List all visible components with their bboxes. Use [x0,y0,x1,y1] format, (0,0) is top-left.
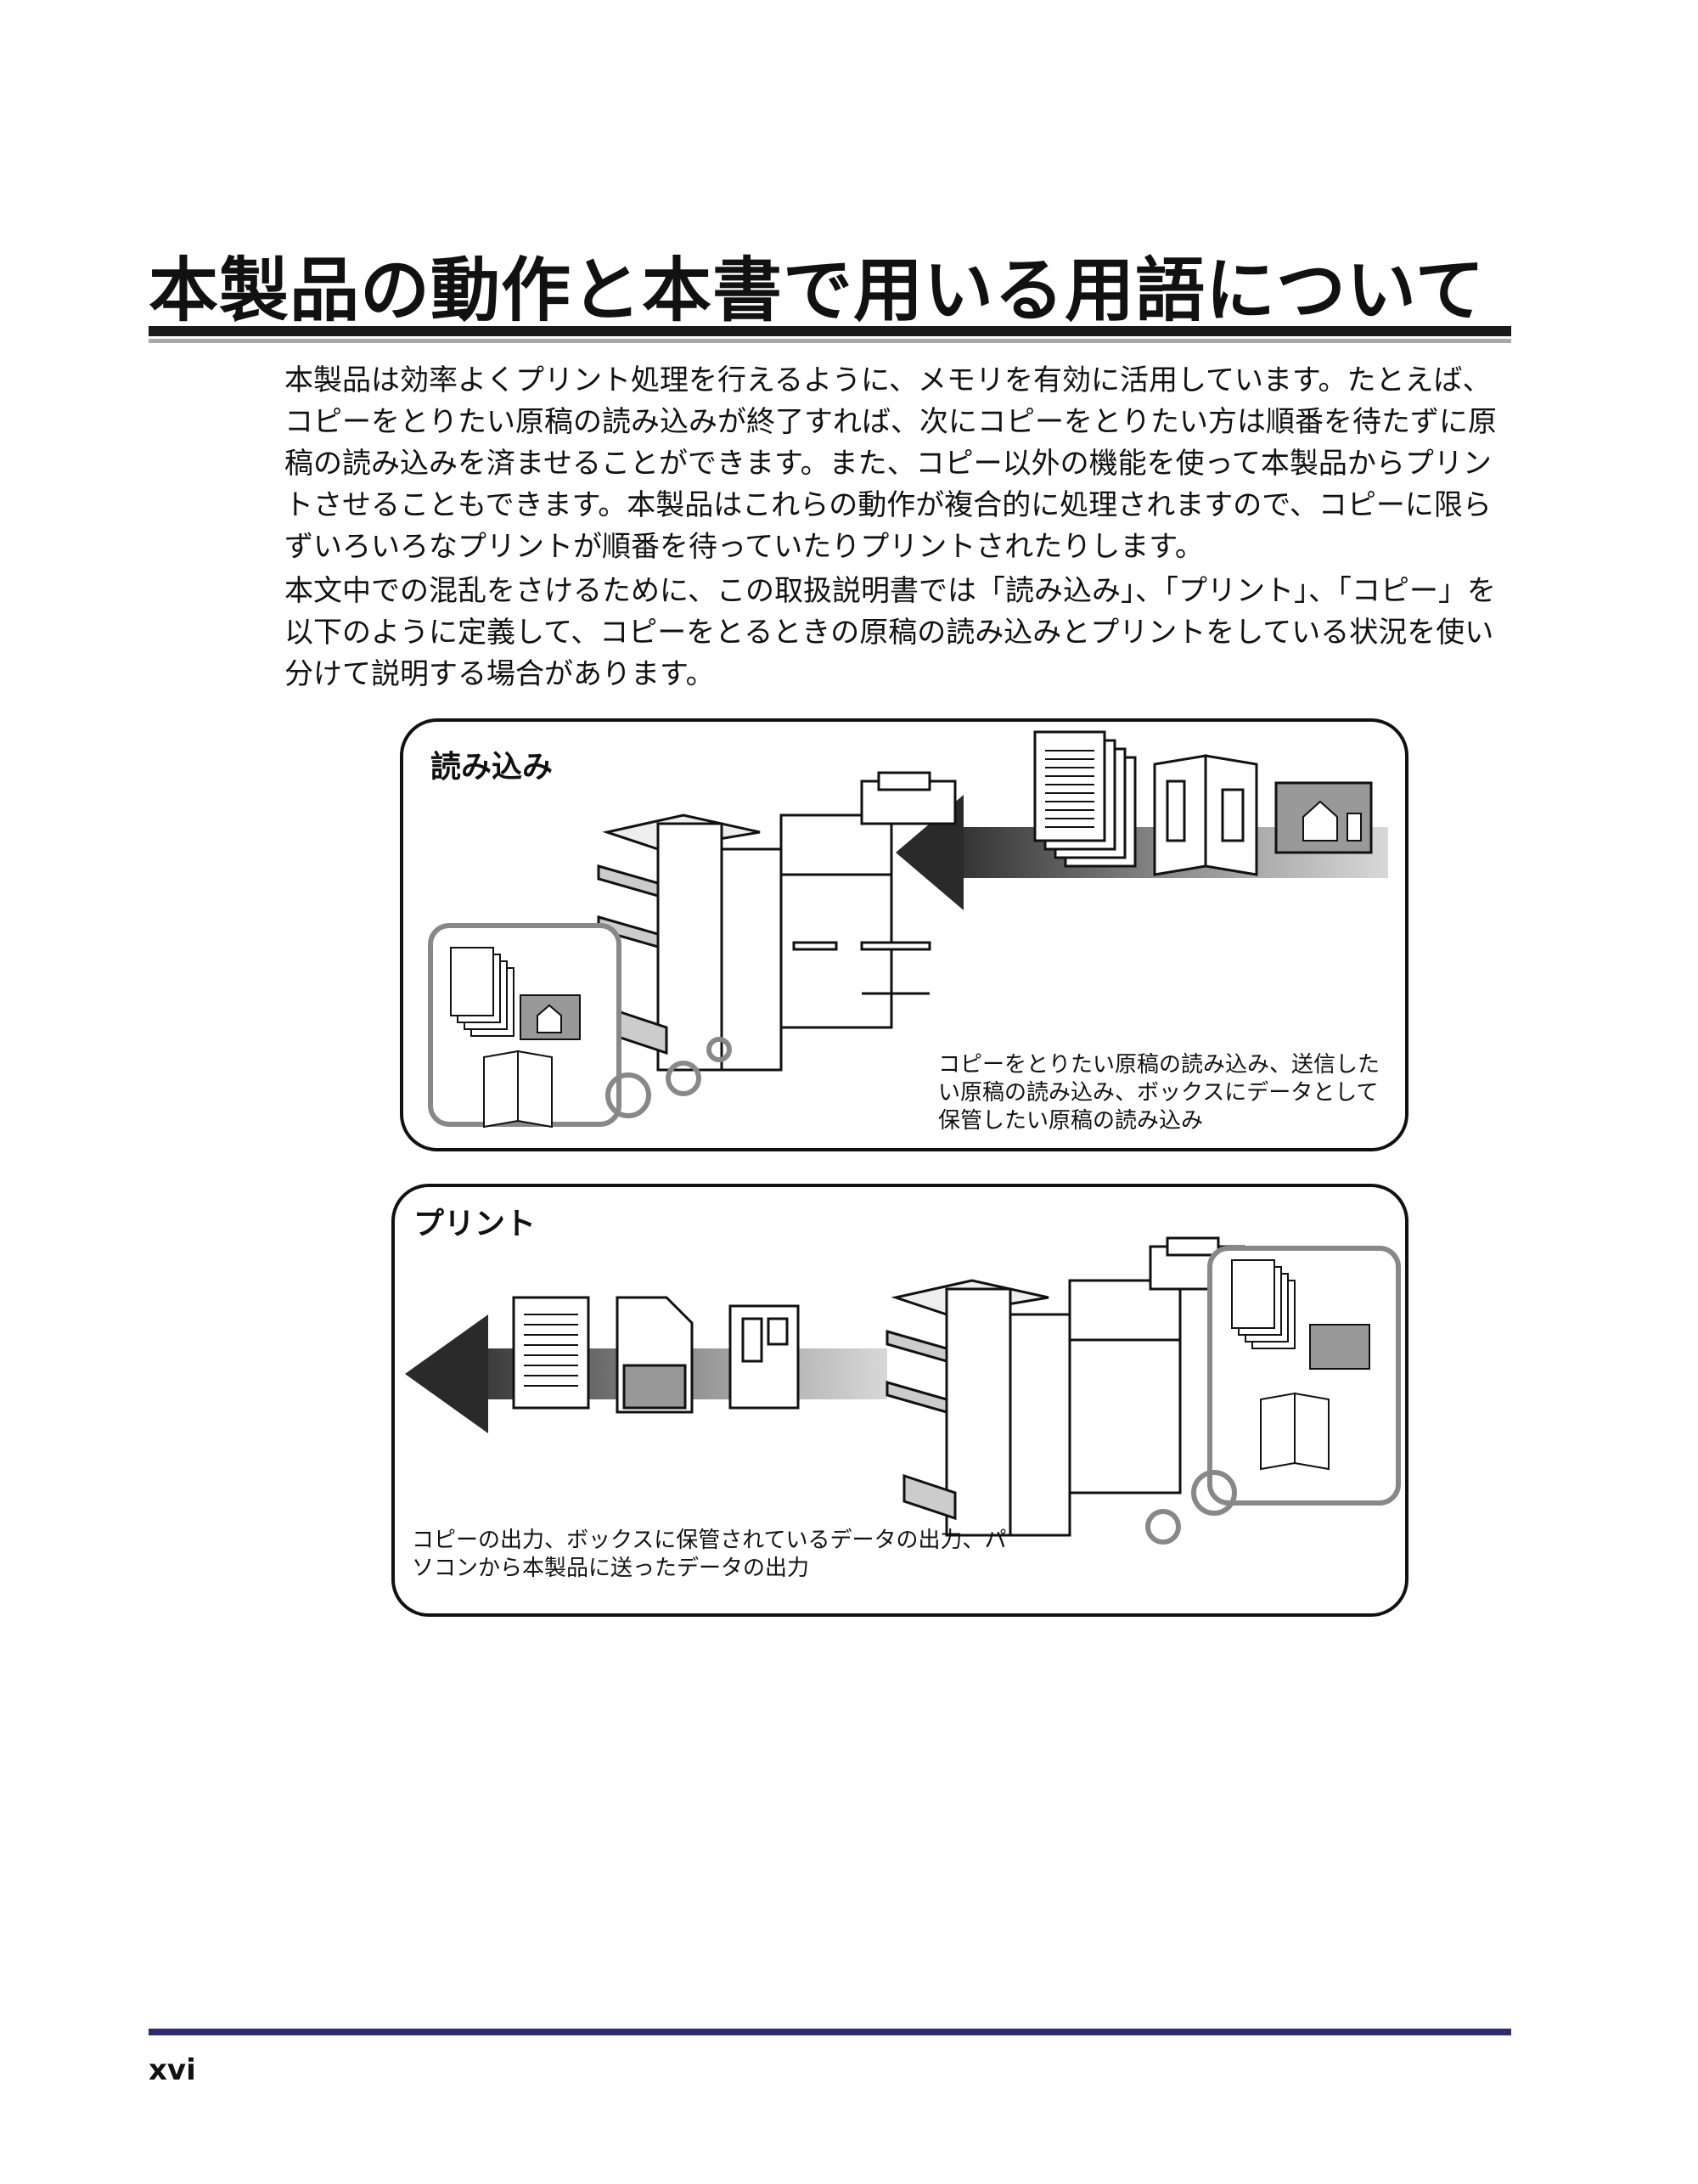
copier-machine-icon [597,771,957,1072]
title-rule-thin [149,339,1511,343]
output-document-icon [512,1296,590,1410]
printing-panel: プリント コピーの出力、ボックスに保管されているデータの出力、パソコンから本製品… [391,1184,1408,1617]
output-photo-document-icon [616,1296,694,1414]
output-layout-document-icon [728,1304,800,1410]
memory-book-icon [483,1050,553,1129]
intro-paragraph: 本製品は効率よくプリント処理を行えるように、メモリを有効に活用しています。たとえ… [284,363,1497,564]
memory-photo-icon [520,994,581,1040]
printer-machine-icon [886,1236,1245,1537]
photo-icon [1274,781,1373,854]
reading-label: 読み込み [430,750,554,785]
printing-caption: コピーの出力、ボックスに保管されているデータの出力、パソコンから本製品に送ったデ… [412,1528,1007,1581]
page-number: xvi [149,2053,196,2087]
reading-panel: 読み込み コピーをとりたい原稿の読み込み、送信したい原稿の読み込み、ボックスにデ… [400,718,1408,1151]
memory-document-stack-icon [450,947,514,1037]
print-memory-document-stack-icon [1231,1259,1296,1349]
printing-label: プリント [413,1207,537,1241]
page-title: 本製品の動作と本書で用いる用語について [149,250,1486,331]
title-rule-thick [149,326,1511,336]
reading-illustration [428,730,1388,1129]
footer-rule [149,2029,1511,2035]
printing-illustration [405,1236,1401,1545]
definition-paragraph: 本文中での混乱をさけるために、この取扱説明書では「読み込み」、「プリント」、「コ… [284,574,1496,691]
print-memory-book-icon [1260,1392,1330,1471]
document-stack-icon [1033,730,1137,868]
open-book-icon [1153,754,1258,876]
print-memory-photo-icon [1309,1324,1370,1370]
reading-caption: コピーをとりたい原稿の読み込み、送信したい原稿の読み込み、ボックスにデータとして… [938,1052,1380,1134]
